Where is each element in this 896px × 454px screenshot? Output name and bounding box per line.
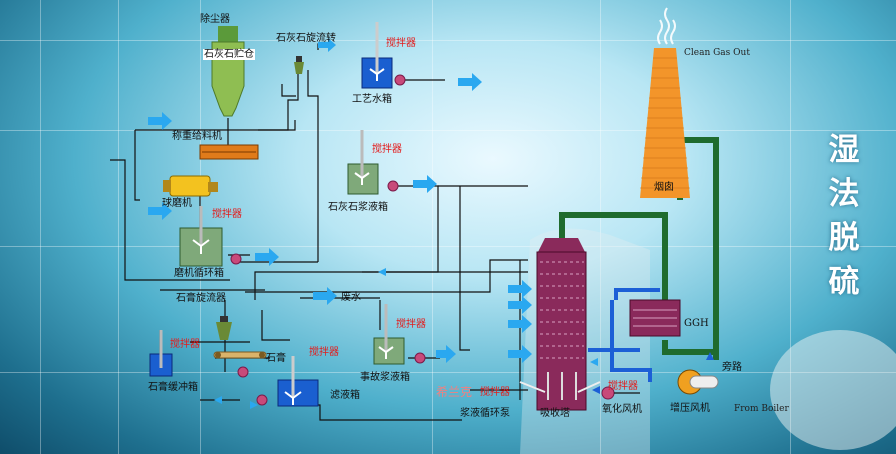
label-gypsum: 石膏: [266, 353, 286, 364]
label-clean-gas-out: Clean Gas Out: [684, 48, 750, 58]
watermark-text: 希兰克: [436, 385, 473, 399]
bg-sphere: [770, 330, 896, 450]
label-ball-mill: 球磨机: [162, 198, 192, 209]
ball-mill: [169, 175, 211, 197]
label-agitator-7: 搅拌器: [480, 387, 510, 398]
label-slurry-circ-pump: 浆液循环泵: [460, 408, 510, 419]
absorber-tower: [536, 238, 587, 411]
page-title: 湿法脱硫: [828, 132, 860, 300]
label-process-water-tank: 工艺水箱: [352, 94, 392, 105]
label-agitator-3: 搅拌器: [212, 209, 242, 220]
absorber-agitators: [519, 381, 601, 393]
grid-line: [118, 0, 119, 454]
label-agitator-4: 搅拌器: [396, 319, 426, 330]
dust-collector: [218, 26, 238, 42]
label-absorber: 吸收塔: [540, 408, 570, 419]
gypsum-cyclone-body: [216, 322, 232, 340]
grid-line: [0, 130, 896, 131]
label-limestone-cyclone: 石灰石旋流转: [276, 33, 336, 44]
process-pipes: [110, 43, 528, 421]
label-limestone-silo: 石灰石贮仓: [203, 49, 255, 60]
label-oxidation-fan: 氧化风机: [602, 404, 642, 415]
label-chimney: 烟囱: [654, 182, 674, 193]
label-ggh: GGH: [684, 318, 709, 329]
label-agitator-1: 搅拌器: [386, 38, 416, 49]
smoke-plume: [657, 7, 676, 45]
label-bypass: 旁路: [722, 362, 742, 373]
label-gypsum-buffer-tank: 石膏缓冲箱: [148, 382, 198, 393]
label-limestone-slurry-tank: 石灰石浆液箱: [328, 202, 388, 213]
grid-line: [600, 0, 601, 454]
label-weigh-feeder: 称重给料机: [172, 131, 222, 142]
grid-line: [40, 0, 41, 454]
label-dust-collector: 除尘器: [200, 14, 230, 25]
label-filtrate-tank: 滤液箱: [330, 390, 360, 401]
label-agitator-2: 搅拌器: [372, 144, 402, 155]
limestone-cyclone-body: [294, 62, 304, 74]
gas-line: [588, 288, 660, 382]
grid-line: [790, 0, 791, 454]
flow-arrows: [148, 38, 598, 409]
label-gypsum-cyclone: 石膏旋流器: [176, 293, 226, 304]
grid-line: [0, 372, 896, 373]
grid-line: [0, 246, 896, 247]
chimney: [640, 48, 690, 198]
label-agitator-5: 搅拌器: [170, 339, 200, 350]
grid-line: [0, 40, 896, 41]
label-agitator-6: 搅拌器: [309, 347, 339, 358]
label-mill-circ-tank: 磨机循环箱: [174, 268, 224, 279]
label-emergency-slurry-tank: 事故浆液箱: [360, 372, 410, 383]
belt-filter: [213, 351, 267, 359]
label-from-boiler: From Boiler: [734, 404, 789, 414]
grid-line: [432, 0, 433, 454]
label-booster-fan: 增压风机: [670, 403, 710, 414]
filtrate-tank: [277, 379, 319, 407]
label-agitator-8: 搅拌器: [608, 381, 638, 392]
label-waste-water: 废水: [341, 292, 361, 303]
